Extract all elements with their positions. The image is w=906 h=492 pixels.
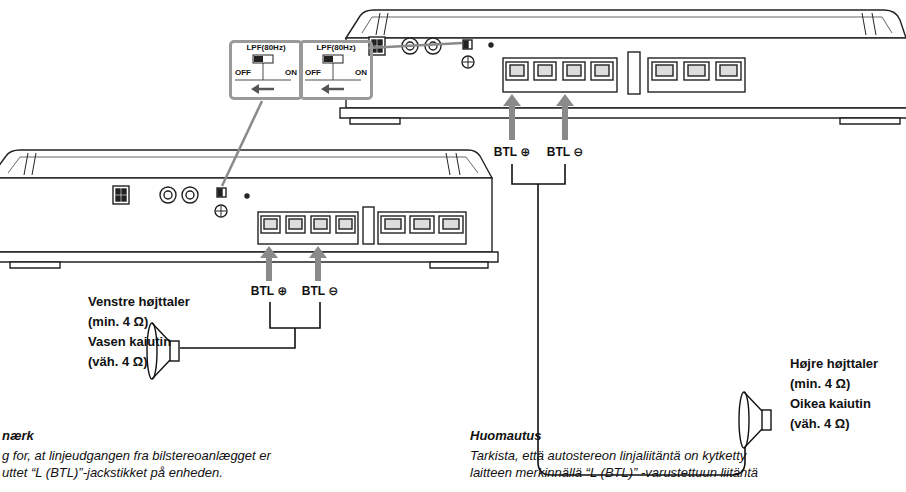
speaker-label: Vasen kaiutin xyxy=(88,334,171,350)
note-text: laitteen merkinnällä “L (BTL)” -varustet… xyxy=(470,465,758,481)
right-amplifier xyxy=(340,10,906,124)
speaker-impedance: (min. 4 Ω) xyxy=(790,376,850,392)
left-amplifier xyxy=(0,150,498,268)
note-text: uttet “L (BTL)”-jackstikket på enheden. xyxy=(2,465,223,481)
terminal-label: BTL ⊕ xyxy=(494,145,531,159)
switch-position: ON xyxy=(285,68,297,78)
speaker-wire xyxy=(180,164,745,475)
speaker-label: Venstre højttaler xyxy=(88,294,190,310)
switch-position: ON xyxy=(355,68,367,78)
speaker-symbol xyxy=(147,323,771,448)
speaker-impedance: (väh. 4 Ω) xyxy=(790,416,850,432)
switch-title: LPF(80Hz) xyxy=(302,43,370,53)
note-text: g for, at linjeudgangen fra bilstereoanl… xyxy=(2,448,271,464)
switch-position: OFF xyxy=(305,68,321,78)
switch-title: LPF(80Hz) xyxy=(232,43,300,53)
speaker-impedance: (väh. 4 Ω) xyxy=(88,354,148,370)
note-heading: Huomautus xyxy=(470,428,542,444)
speaker-label: Højre højttaler xyxy=(790,356,878,372)
terminal-label: BTL ⊖ xyxy=(302,284,339,298)
note-heading: nærk xyxy=(2,428,34,444)
terminal-label: BTL ⊕ xyxy=(251,284,288,298)
switch-position: OFF xyxy=(235,68,251,78)
lpf-callout: LPF(80Hz) OFF ON xyxy=(299,40,373,100)
lpf-callout: LPF(80Hz) OFF ON xyxy=(229,40,303,100)
note-text: Tarkista, että autostereon linjaliitäntä… xyxy=(470,448,746,464)
terminal-label: BTL ⊖ xyxy=(547,145,584,159)
speaker-impedance: (min. 4 Ω) xyxy=(88,314,148,330)
speaker-label: Oikea kaiutin xyxy=(790,396,871,412)
terminal-arrow xyxy=(260,94,574,281)
